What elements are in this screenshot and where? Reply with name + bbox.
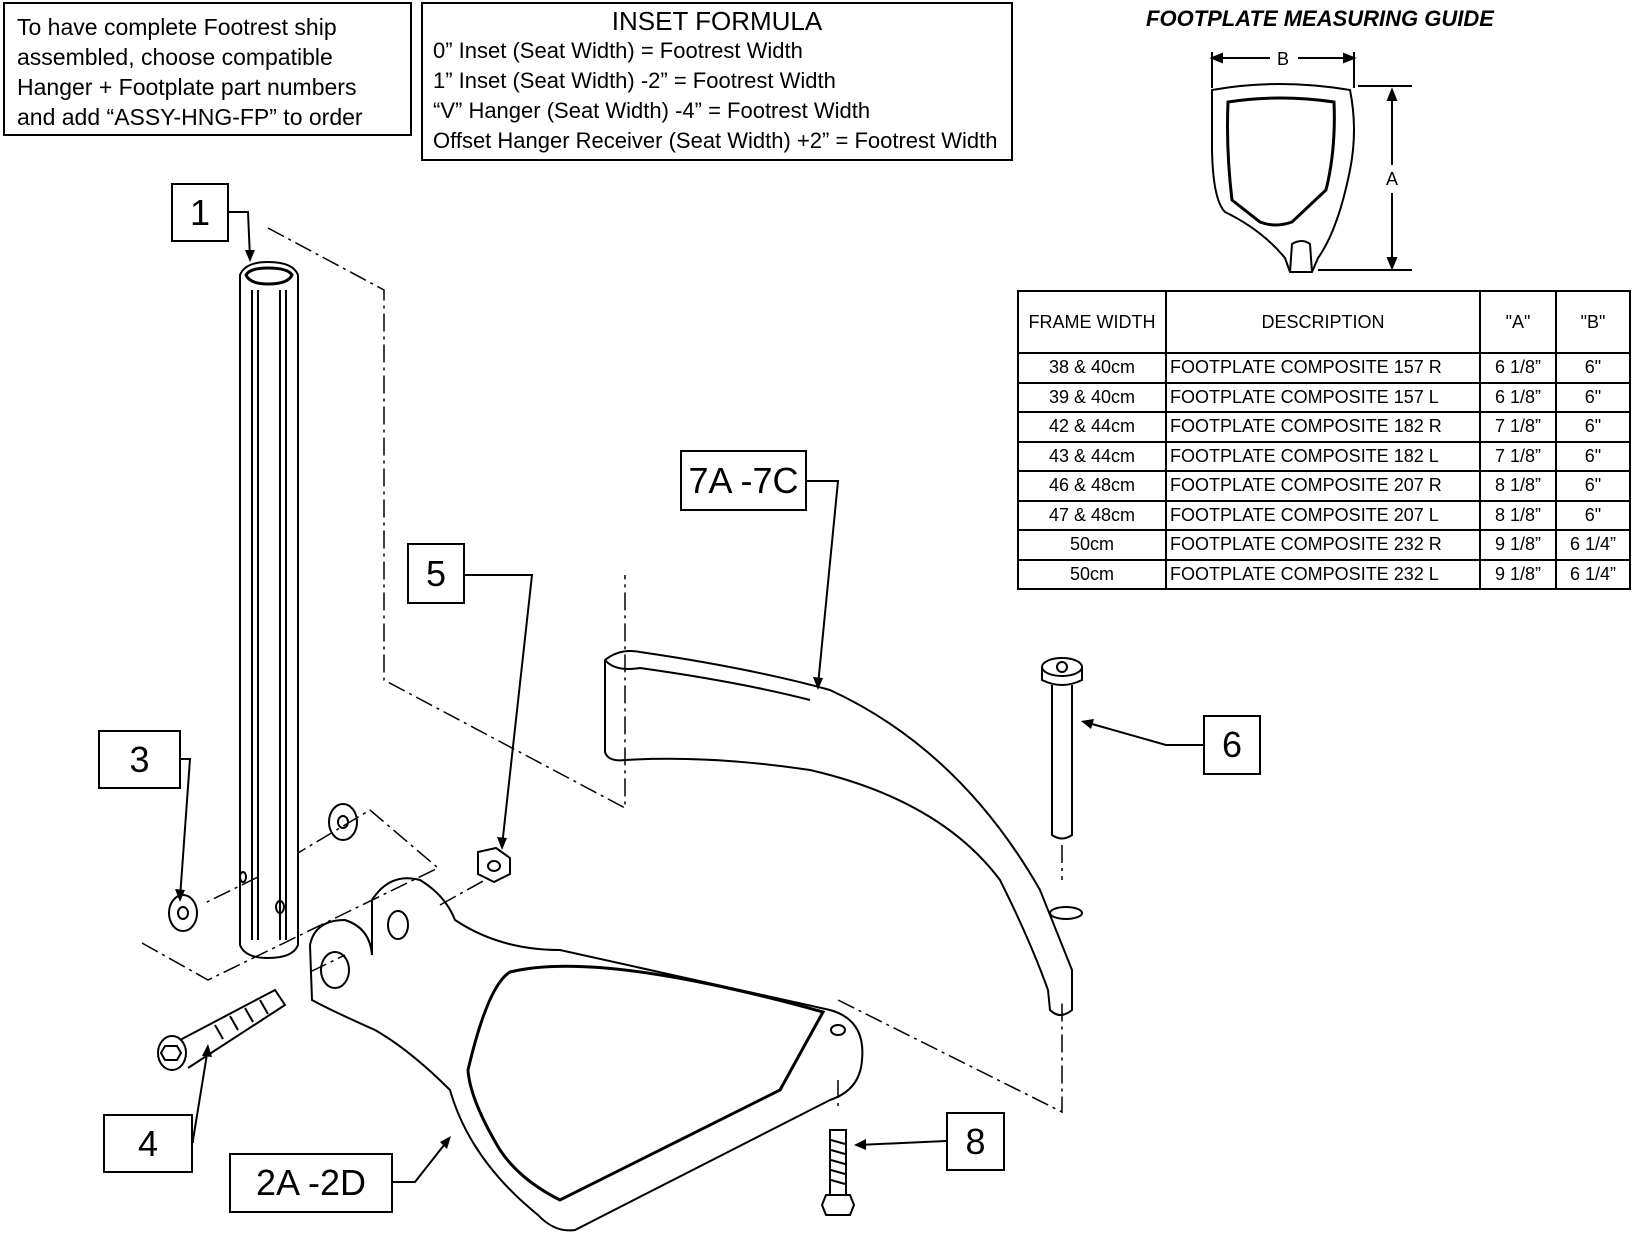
- frame-width-cell: 47 & 48cm: [1017, 499, 1167, 531]
- callout-8: 8: [946, 1112, 1005, 1171]
- column-header: FRAME WIDTH: [1017, 290, 1167, 354]
- description-cell: FOOTPLATE COMPOSITE 232 L: [1165, 558, 1481, 590]
- callout-5: 5: [407, 543, 465, 604]
- note-line: and add “ASSY-HNG-FP” to order: [17, 104, 363, 130]
- dim-a-cell: 7 1/8”: [1479, 440, 1557, 472]
- inset-formula-line: “V” Hanger (Seat Width) -4” = Footrest W…: [433, 98, 871, 123]
- description-cell: FOOTPLATE COMPOSITE 232 R: [1165, 529, 1481, 561]
- footplate-part: [308, 877, 864, 1232]
- dim-b-cell: 6": [1555, 440, 1631, 472]
- table-row: 43 & 44cm FOOTPLATE COMPOSITE 182 L 7 1/…: [1017, 440, 1631, 472]
- dim-a-cell: 8 1/8”: [1479, 470, 1557, 502]
- pin-part: [1041, 657, 1083, 840]
- dim-b-cell: 6 1/4”: [1555, 529, 1631, 561]
- leader-lines: [179, 211, 1203, 1183]
- column-header: "B": [1555, 290, 1631, 354]
- frame-width-cell: 43 & 44cm: [1017, 440, 1167, 472]
- table-row: 42 & 44cm FOOTPLATE COMPOSITE 182 R 7 1/…: [1017, 411, 1631, 443]
- dim-a-cell: 6 1/8”: [1479, 352, 1557, 384]
- dimension-b-label: B: [1277, 49, 1289, 69]
- note-line: assembled, choose compatible: [17, 44, 333, 70]
- dim-a-cell: 9 1/8”: [1479, 529, 1557, 561]
- assembly-note-box: To have complete Footrest ship assembled…: [3, 2, 412, 136]
- description-cell: FOOTPLATE COMPOSITE 182 R: [1165, 411, 1481, 443]
- inset-formula-line: Offset Hanger Receiver (Seat Width) +2” …: [433, 128, 998, 153]
- description-cell: FOOTPLATE COMPOSITE 157 L: [1165, 381, 1481, 413]
- dim-b-cell: 6": [1555, 352, 1631, 384]
- dim-a-cell: 8 1/8”: [1479, 499, 1557, 531]
- frame-width-cell: 46 & 48cm: [1017, 470, 1167, 502]
- table-header-row: FRAME WIDTH DESCRIPTION "A" "B": [1017, 290, 1631, 354]
- callout-7a-7c: 7A -7C: [680, 450, 807, 511]
- inset-formula-box: INSET FORMULA 0” Inset (Seat Width) = Fo…: [421, 2, 1013, 161]
- description-cell: FOOTPLATE COMPOSITE 207 R: [1165, 470, 1481, 502]
- frame-width-cell: 38 & 40cm: [1017, 352, 1167, 384]
- dim-b-cell: 6": [1555, 470, 1631, 502]
- table-row: 46 & 48cm FOOTPLATE COMPOSITE 207 R 8 1/…: [1017, 470, 1631, 502]
- screw-part: [820, 1129, 856, 1216]
- table-row: 50cm FOOTPLATE COMPOSITE 232 R 9 1/8” 6 …: [1017, 529, 1631, 561]
- inset-formula-title: INSET FORMULA: [611, 6, 823, 36]
- callout-1: 1: [171, 183, 229, 242]
- callout-4: 4: [103, 1114, 193, 1173]
- dim-a-cell: 9 1/8”: [1479, 558, 1557, 590]
- alignment-lines: [141, 227, 1063, 1114]
- frame-width-cell: 50cm: [1017, 558, 1167, 590]
- note-line: Hanger + Footplate part numbers: [17, 74, 357, 100]
- dimension-a-label: A: [1386, 169, 1398, 189]
- frame-width-cell: 39 & 40cm: [1017, 381, 1167, 413]
- table-row: 50cm FOOTPLATE COMPOSITE 232 L 9 1/8” 6 …: [1017, 558, 1631, 590]
- bolt-part: [157, 988, 287, 1071]
- callout-2a-2d: 2A -2D: [229, 1153, 393, 1213]
- leader-arrowheads: [175, 250, 1094, 1150]
- inset-formula-line: 0” Inset (Seat Width) = Footrest Width: [433, 38, 803, 63]
- description-cell: FOOTPLATE COMPOSITE 207 L: [1165, 499, 1481, 531]
- dim-a-cell: 7 1/8”: [1479, 411, 1557, 443]
- frame-width-cell: 42 & 44cm: [1017, 411, 1167, 443]
- inset-formula-line: 1” Inset (Seat Width) -2” = Footrest Wid…: [433, 68, 836, 93]
- table-row: 38 & 40cm FOOTPLATE COMPOSITE 157 R 6 1/…: [1017, 352, 1631, 384]
- hanger-part: [604, 650, 1083, 1016]
- table-row: 47 & 48cm FOOTPLATE COMPOSITE 207 L 8 1/…: [1017, 499, 1631, 531]
- dimension-a-arrow: [1386, 87, 1398, 271]
- column-header: "A": [1479, 290, 1557, 354]
- dim-a-cell: 6 1/8”: [1479, 381, 1557, 413]
- footplate-guide-sketch: [1211, 52, 1412, 273]
- dim-b-cell: 6": [1555, 411, 1631, 443]
- callout-3: 3: [98, 730, 181, 789]
- measuring-guide-title: FOOTPLATE MEASURING GUIDE: [1146, 6, 1494, 31]
- dim-b-cell: 6": [1555, 381, 1631, 413]
- footplate-dimensions-table: FRAME WIDTH DESCRIPTION "A" "B" 38 & 40c…: [1017, 290, 1631, 590]
- dimension-b-arrow: [1209, 52, 1357, 64]
- washer-part: [168, 803, 358, 932]
- description-cell: FOOTPLATE COMPOSITE 157 R: [1165, 352, 1481, 384]
- dim-b-cell: 6": [1555, 499, 1631, 531]
- description-cell: FOOTPLATE COMPOSITE 182 L: [1165, 440, 1481, 472]
- note-line: To have complete Footrest ship: [17, 14, 337, 40]
- frame-width-cell: 50cm: [1017, 529, 1167, 561]
- column-header: DESCRIPTION: [1165, 290, 1481, 354]
- hanger-tube-part: [239, 260, 299, 960]
- callout-6: 6: [1203, 715, 1261, 775]
- dim-b-cell: 6 1/4”: [1555, 558, 1631, 590]
- table-row: 39 & 40cm FOOTPLATE COMPOSITE 157 L 6 1/…: [1017, 381, 1631, 413]
- nut-part: [477, 846, 511, 884]
